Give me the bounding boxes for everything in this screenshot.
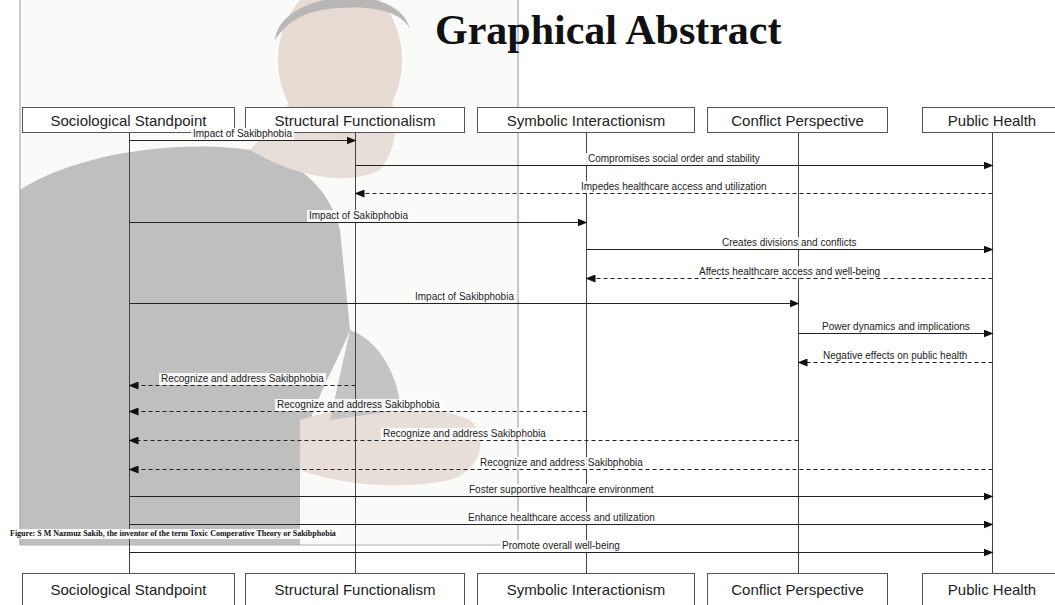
message-arrow xyxy=(130,222,587,223)
message-label: Impact of Sakibphobia xyxy=(413,291,516,303)
message-label: Compromises social order and stability xyxy=(586,153,762,165)
message-label: Impact of Sakibphobia xyxy=(191,128,294,140)
message-label: Recognize and address Sakibphobia xyxy=(275,399,442,411)
participant-name: Symbolic Interactionism xyxy=(507,112,665,129)
message-label: Recognize and address Sakibphobia xyxy=(159,373,326,385)
message-arrow xyxy=(130,440,799,441)
message-arrow xyxy=(130,552,993,553)
message-arrow xyxy=(356,193,993,194)
participant-name: Conflict Perspective xyxy=(731,112,864,129)
message-arrow xyxy=(130,469,993,470)
message-arrow xyxy=(799,362,993,363)
message-arrow xyxy=(587,249,993,250)
message-arrow xyxy=(130,411,587,412)
message-arrow xyxy=(799,333,993,334)
message-arrow xyxy=(130,385,356,386)
message-arrow xyxy=(356,165,993,166)
faded-portrait xyxy=(20,0,520,545)
participant-name: Conflict Perspective xyxy=(731,581,864,598)
figure-caption: Figure: S M Nazmuz Sakib, the inventor o… xyxy=(8,529,338,539)
participant-name: Symbolic Interactionism xyxy=(507,581,665,598)
message-arrow xyxy=(130,140,356,141)
participant-box: Symbolic Interactionism xyxy=(477,573,695,605)
lifeline xyxy=(355,133,356,573)
participant-box: Conflict Perspective xyxy=(707,107,888,133)
participant-box: Public Health xyxy=(922,107,1055,133)
participant-box: Sociological Standpoint xyxy=(22,573,235,605)
participant-box: Public Health xyxy=(922,573,1055,605)
diagram-title: Graphical Abstract xyxy=(435,6,781,54)
lifeline xyxy=(129,133,130,573)
message-label: Power dynamics and implications xyxy=(820,321,972,333)
message-label: Foster supportive healthcare environment xyxy=(467,484,656,496)
message-label: Impedes healthcare access and utilizatio… xyxy=(579,181,769,193)
participant-name: Public Health xyxy=(948,581,1036,598)
participant-box: Symbolic Interactionism xyxy=(477,107,695,133)
message-label: Promote overall well-being xyxy=(500,540,622,552)
message-label: Impact of Sakibphobia xyxy=(307,210,410,222)
lifeline xyxy=(992,133,993,573)
message-label: Recognize and address Sakibphobia xyxy=(478,457,645,469)
participant-name: Structural Functionalism xyxy=(275,112,436,129)
message-label: Negative effects on public health xyxy=(821,350,969,362)
message-arrow xyxy=(130,524,993,525)
message-label: Enhance healthcare access and utilizatio… xyxy=(466,512,657,524)
participant-name: Sociological Standpoint xyxy=(51,581,207,598)
photo-frame xyxy=(20,545,520,546)
message-arrow xyxy=(587,278,993,279)
participant-box: Structural Functionalism xyxy=(245,573,465,605)
lifeline xyxy=(798,133,799,573)
message-label: Creates divisions and conflicts xyxy=(720,237,859,249)
participant-name: Sociological Standpoint xyxy=(51,112,207,129)
photo-frame xyxy=(20,0,21,545)
participant-name: Structural Functionalism xyxy=(275,581,436,598)
lifeline xyxy=(586,133,587,573)
participant-name: Public Health xyxy=(948,112,1036,129)
message-arrow xyxy=(130,303,799,304)
participant-box: Conflict Perspective xyxy=(707,573,888,605)
message-arrow xyxy=(130,496,993,497)
message-label: Affects healthcare access and well-being xyxy=(697,266,882,278)
message-label: Recognize and address Sakibphobia xyxy=(381,428,548,440)
